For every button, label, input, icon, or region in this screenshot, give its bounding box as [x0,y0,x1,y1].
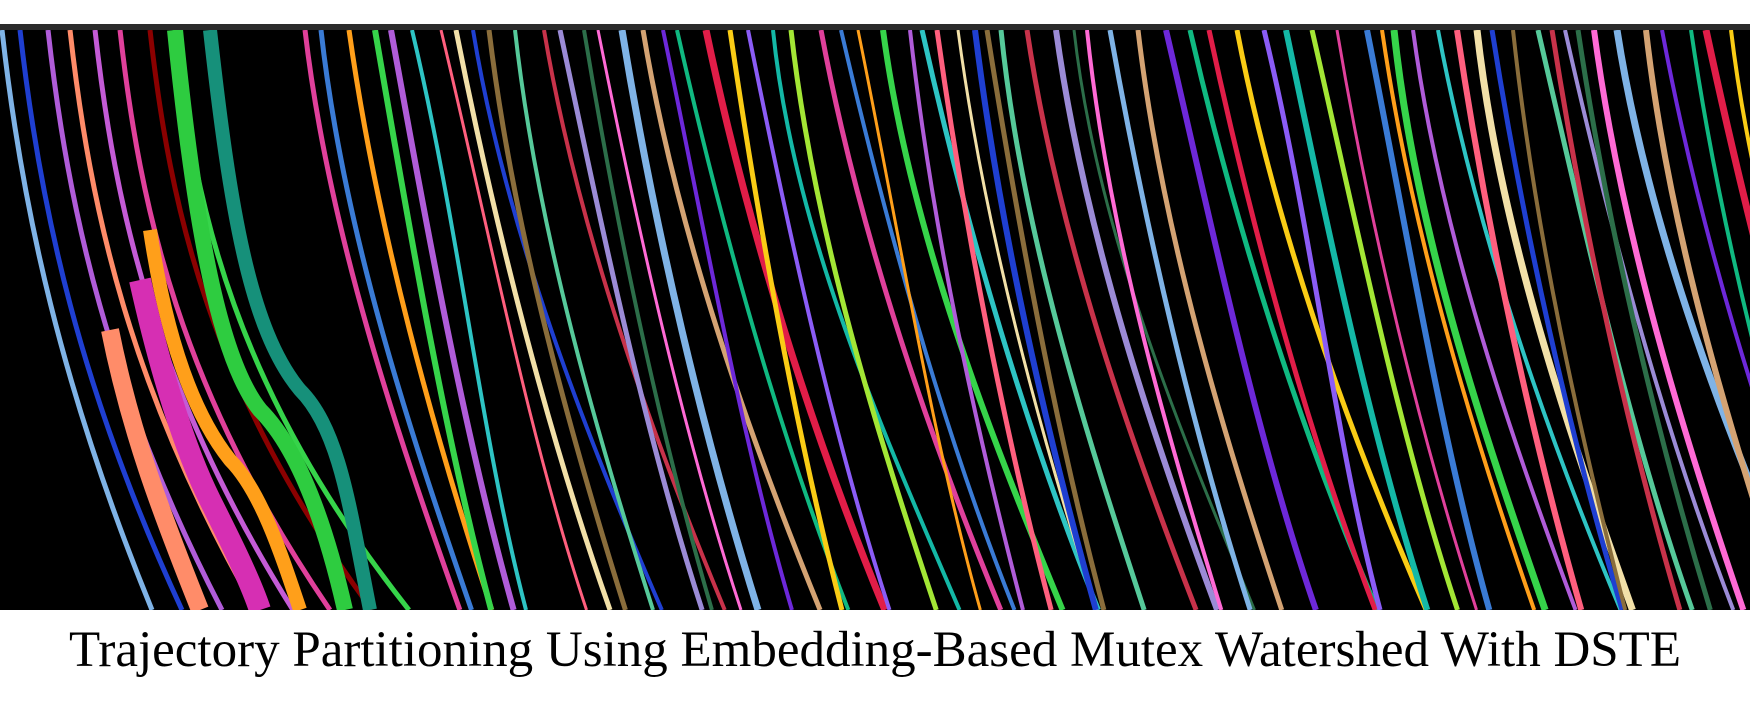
trajectory-line [1729,30,1750,160]
trajectory-line [1135,30,1285,610]
trajectory-line [1283,30,1431,610]
trajectory-line [1234,30,1429,610]
trajectory-line [1660,30,1750,388]
trajectory-line [453,30,613,610]
trajectory-line [45,30,225,610]
trajectory-image [0,24,1750,610]
trajectory-line [1613,30,1750,492]
trajectory-line [1549,30,1683,610]
trajectory-line [1575,30,1713,610]
trajectory-line [388,30,517,610]
trajectory-line [908,30,1025,610]
trajectory-line [513,30,655,610]
trajectory-line [1364,30,1493,610]
trajectory-line [1309,30,1460,610]
trajectory-line [143,228,307,610]
trajectory-line [129,277,271,610]
trajectory-line [167,30,353,610]
trajectory-line [596,30,743,610]
trajectory-line [771,30,962,610]
trajectory-lines [0,30,1750,610]
trajectory-line [1643,30,1750,499]
trajectory-line [675,30,851,610]
trajectory-line [727,30,845,610]
trajectory-line [439,30,588,610]
trajectory-line [372,30,495,610]
trajectory-line [346,30,495,610]
trajectory-line [788,30,939,610]
trajectory-line [1380,30,1537,610]
trajectory-line [17,30,185,610]
trajectory-line [839,30,1017,610]
trajectory-line [147,30,375,610]
trajectory-line [1689,30,1750,338]
trajectory-line [984,30,1107,610]
trajectory-line [661,30,794,610]
trajectory-line [1390,30,1549,610]
trajectory-line [1053,30,1220,610]
trajectory-line [919,30,1101,610]
trajectory-line [1335,30,1478,610]
trajectory-line [818,30,1004,610]
figure-caption: Trajectory Partitioning Using Embedding-… [69,622,1681,678]
trajectory-line [203,30,377,610]
trajectory-line [542,30,727,610]
trajectory-line [1436,30,1623,610]
trajectory-line [1107,30,1253,610]
trajectory-line [1702,30,1750,236]
trajectory-line [1024,30,1199,610]
trajectory-line [998,30,1147,610]
trajectory-line [1411,30,1578,610]
trajectory-line [557,30,705,610]
trajectory-line [1085,30,1224,610]
trajectory-line [318,30,474,610]
trajectory-line [1535,30,1695,610]
trajectory-line [1206,30,1378,610]
trajectory-line [1511,30,1628,610]
trajectory-line [618,30,762,610]
trajectory-line [1489,30,1625,610]
trajectory-line [746,30,892,610]
trajectory-line [0,30,155,610]
trajectory-line [1591,30,1747,610]
trajectory-line [934,30,1054,610]
trajectory-line [1563,30,1736,610]
trajectory-line [101,328,209,610]
trajectory-line [1261,30,1383,610]
trajectory-line [702,30,889,610]
trajectory-line [640,30,823,610]
trajectory-line [1072,30,1256,610]
trajectory-line [486,30,628,610]
trajectory-line [856,30,982,610]
trajectory-line [1454,30,1585,610]
trajectory-line [410,30,528,610]
trajectory-line [302,30,463,610]
trajectory-line [582,30,714,610]
trajectory-line [972,30,1099,610]
trajectory-line [1163,30,1319,610]
